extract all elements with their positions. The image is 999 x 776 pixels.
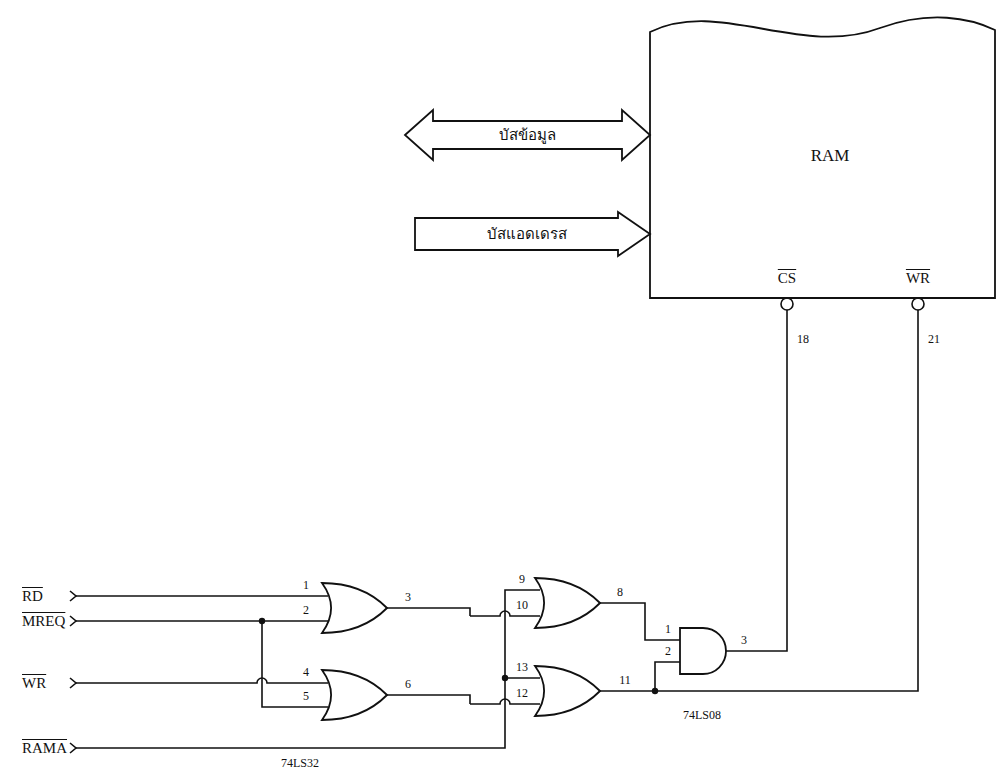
chip-part-number: 74LS32 bbox=[281, 757, 319, 770]
signal-name: WR bbox=[22, 675, 46, 692]
pin-number: 1 bbox=[665, 623, 671, 636]
active-low-bubble bbox=[912, 298, 924, 310]
signal-name: MREQ bbox=[22, 613, 65, 630]
or-gate bbox=[322, 583, 387, 633]
pin-number: 8 bbox=[617, 586, 623, 599]
or-gate bbox=[322, 670, 387, 720]
input-chevron bbox=[70, 678, 76, 688]
wire bbox=[600, 310, 918, 691]
pin-number: 18 bbox=[797, 333, 809, 346]
node-title: บัสข้อมูล bbox=[499, 127, 556, 144]
wire bbox=[387, 695, 470, 704]
wire-crossover bbox=[76, 678, 328, 683]
and-gate bbox=[680, 628, 726, 674]
wire bbox=[505, 677, 540, 679]
node-title: บัสแอดเดรส bbox=[487, 226, 567, 243]
signal-name: RAMA bbox=[22, 740, 67, 757]
wire-crossover bbox=[470, 699, 540, 704]
signal-name: RD bbox=[22, 588, 43, 605]
pin-number: 12 bbox=[516, 687, 528, 700]
or-gate bbox=[535, 578, 600, 628]
pin-number: 11 bbox=[619, 674, 631, 687]
pin-name: CS bbox=[778, 270, 796, 287]
node-title: RAM bbox=[811, 147, 850, 166]
pin-number: 5 bbox=[303, 690, 309, 703]
address-bus-arrow: บัสแอดเดรส bbox=[415, 212, 650, 256]
pin-number: 9 bbox=[519, 573, 525, 586]
wire bbox=[387, 608, 470, 616]
input-chevron bbox=[70, 616, 76, 626]
wire bbox=[600, 603, 684, 640]
wire bbox=[726, 310, 787, 651]
wire bbox=[76, 620, 328, 622]
wire-crossover bbox=[470, 611, 540, 616]
pin-number: 3 bbox=[405, 591, 411, 604]
pin-number: 21 bbox=[928, 333, 940, 346]
pin-name: WR bbox=[906, 270, 930, 287]
pin-number: 6 bbox=[405, 678, 411, 691]
input-chevron bbox=[70, 591, 76, 601]
pin-number: 4 bbox=[303, 666, 309, 679]
wire bbox=[76, 590, 540, 748]
wire bbox=[262, 621, 328, 707]
active-low-bubble bbox=[781, 298, 793, 310]
ram-chip: RAM CS WR bbox=[650, 6, 995, 298]
pin-number: 1 bbox=[303, 579, 309, 592]
input-chevron bbox=[70, 743, 76, 753]
junction-dot bbox=[652, 688, 658, 694]
data-bus-arrow: บัสข้อมูล bbox=[405, 110, 650, 160]
junction-dot bbox=[259, 618, 265, 624]
pin-number: 2 bbox=[303, 604, 309, 617]
chip-part-number: 74LS08 bbox=[683, 709, 721, 722]
pin-number: 13 bbox=[516, 661, 528, 674]
pin-number: 10 bbox=[516, 599, 528, 612]
pin-number: 3 bbox=[741, 634, 747, 647]
pin-number: 2 bbox=[665, 645, 671, 658]
or-gate bbox=[535, 666, 600, 716]
junction-dot bbox=[502, 675, 508, 681]
wire bbox=[76, 595, 328, 597]
